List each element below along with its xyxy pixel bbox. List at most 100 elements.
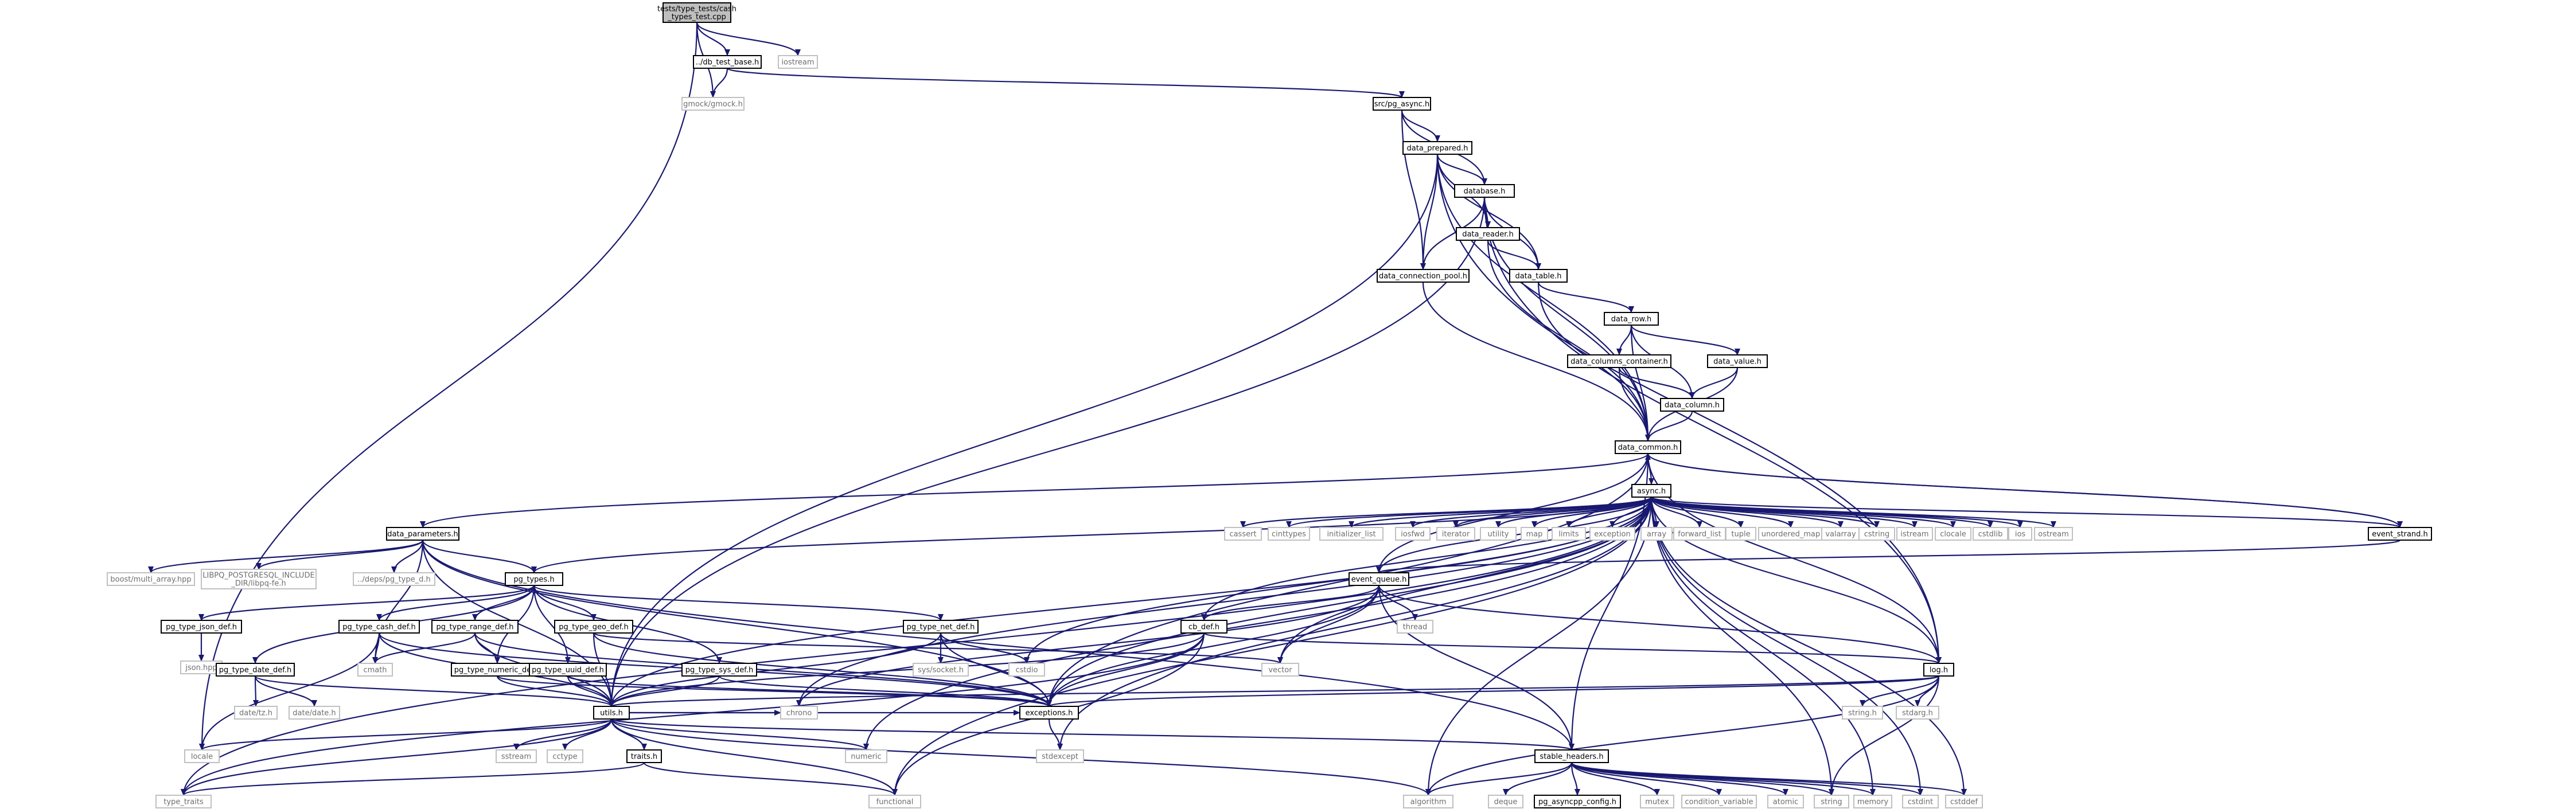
node-label-ostream: ostream	[2038, 530, 2069, 539]
node-db_test_base[interactable]: ../db_test_base.h	[693, 55, 762, 69]
node-pg_type_cash_def[interactable]: pg_type_cash_def.h	[338, 620, 420, 634]
node-label-cinttypes: cinttypes	[1272, 530, 1306, 539]
node-pg_async[interactable]: src/pg_async.h	[1373, 97, 1431, 111]
edge-pg_types-to-pg_type_uuid_def	[533, 585, 571, 664]
node-cstdio: cstdio	[1008, 663, 1045, 677]
edge-data_reader-to-data_table	[1487, 240, 1541, 270]
node-label-string_h: string.h	[1848, 709, 1877, 718]
node-box-limits	[1552, 527, 1586, 541]
node-box-type_traits	[155, 795, 212, 808]
node-label-valarray: valarray	[1825, 530, 1856, 539]
node-pg_type_sys_def[interactable]: pg_type_sys_def.h	[681, 663, 757, 677]
node-label-pg_types: pg_types.h	[513, 576, 554, 584]
node-pg_type_json_def[interactable]: pg_type_json_def.h	[161, 620, 242, 634]
edge-pg_type_date_def-to-date_tz	[252, 675, 259, 707]
node-pg_types[interactable]: pg_types.h	[505, 572, 563, 586]
node-event_queue[interactable]: event_queue.h	[1349, 572, 1409, 586]
node-box-ios	[2008, 527, 2032, 541]
node-istream: istream	[1896, 527, 1933, 541]
node-pg_type_uuid_def[interactable]: pg_type_uuid_def.h	[529, 663, 607, 677]
node-data_parameters[interactable]: data_parameters.h	[386, 527, 459, 541]
node-box-memory	[1853, 795, 1892, 808]
node-memory: memory	[1853, 795, 1892, 808]
edge-utils-to-numeric	[610, 718, 869, 751]
node-data_column[interactable]: data_column.h	[1660, 398, 1724, 412]
edge-event_queue-to-log	[1378, 585, 1942, 664]
node-label-pg_type_geo_def: pg_type_geo_def.h	[559, 623, 629, 632]
node-traits[interactable]: traits.h	[626, 749, 662, 763]
node-async[interactable]: async.h	[1631, 484, 1671, 498]
node-cash_types_test[interactable]: tests/type_tests/cash_types_test.cpp	[657, 2, 736, 23]
edge-data_reader-to-data_common	[1487, 240, 1651, 441]
node-tuple: tuple	[1725, 527, 1756, 541]
node-data_prepared[interactable]: data_prepared.h	[1402, 141, 1472, 155]
node-pg_asyncpp_config[interactable]: pg_asyncpp_config.h	[1534, 795, 1621, 808]
node-event_strand[interactable]: event_strand.h	[2368, 527, 2432, 541]
node-gmock: gmock/gmock.h	[681, 97, 745, 111]
edge-pg_type_net_def-to-utils	[609, 632, 942, 707]
node-box-cb_def	[1180, 620, 1227, 634]
edge-pg_type_cash_def-to-locale	[199, 632, 380, 751]
node-cb_def[interactable]: cb_def.h	[1180, 620, 1227, 634]
node-label-initializer_list: initializer_list	[1327, 530, 1375, 539]
node-box-tuple	[1725, 527, 1756, 541]
node-label-boost_multi_array: boost/multi_array.hpp	[110, 576, 191, 584]
edge-pg_type_date_def-to-date_date	[254, 675, 317, 707]
node-box-gmock	[681, 97, 745, 111]
node-label-data_value: data_value.h	[1713, 358, 1761, 366]
node-data_row[interactable]: data_row.h	[1604, 312, 1659, 326]
node-box-pg_type_net_def	[903, 620, 979, 634]
node-utils[interactable]: utils.h	[593, 706, 630, 720]
node-box-pg_type_geo_def	[554, 620, 633, 634]
node-data_value[interactable]: data_value.h	[1707, 354, 1768, 368]
edge-cb_def-to-utils	[609, 632, 1205, 707]
node-iosfwd: iosfwd	[1395, 527, 1431, 541]
node-data_columns_container[interactable]: data_columns_container.h	[1567, 354, 1671, 368]
edge-stable_headers-to-algorithm	[1425, 762, 1573, 796]
node-log[interactable]: log.h	[1923, 663, 1954, 677]
edge-cash_types_test-to-locale	[199, 22, 698, 751]
edge-log-to-exceptions	[1046, 675, 1940, 708]
node-label-cctype: cctype	[552, 753, 577, 761]
node-box-cstddef	[1945, 795, 1983, 808]
node-box-clocale	[1935, 527, 1971, 541]
edge-data_prepared-to-database	[1436, 154, 1487, 185]
node-box-initializer_list	[1319, 527, 1384, 541]
node-label-condition_variable: condition_variable	[1685, 798, 1753, 807]
node-label-thread: thread	[1403, 623, 1428, 632]
node-data_reader[interactable]: data_reader.h	[1456, 227, 1520, 241]
node-label-pg_type_cash_def: pg_type_cash_def.h	[342, 623, 415, 632]
node-locale: locale	[184, 749, 220, 763]
node-stable_headers[interactable]: stable_headers.h	[1534, 749, 1609, 763]
node-exception: exception	[1589, 527, 1635, 541]
edge-pg_type_net_def-to-cstdio	[940, 632, 1030, 664]
node-label-sstream: sstream	[501, 753, 531, 761]
node-pg_type_net_def[interactable]: pg_type_net_def.h	[903, 620, 979, 634]
node-data_table[interactable]: data_table.h	[1509, 269, 1568, 283]
node-atomic: atomic	[1767, 795, 1804, 808]
node-pg_type_date_def[interactable]: pg_type_date_def.h	[216, 663, 295, 677]
node-data_connection_pool[interactable]: data_connection_pool.h	[1377, 269, 1470, 283]
edge-data_common-to-stable_headers	[1569, 453, 1649, 751]
edge-async-to-map	[1531, 497, 1653, 528]
node-box-event_strand	[2368, 527, 2432, 541]
node-initializer_list: initializer_list	[1319, 527, 1384, 541]
node-label-istream: istream	[1900, 530, 1928, 539]
edge-pg_async-to-data_prepared	[1401, 110, 1440, 142]
node-pg_type_range_def[interactable]: pg_type_range_def.h	[431, 620, 519, 634]
node-box-iosfwd	[1395, 527, 1431, 541]
node-pg_type_geo_def[interactable]: pg_type_geo_def.h	[554, 620, 633, 634]
edge-data_common-to-data_parameters	[420, 453, 1649, 528]
node-box-pg_type_range_def	[431, 620, 519, 634]
node-box-pg_type_cash_def	[338, 620, 420, 634]
node-exceptions[interactable]: exceptions.h	[1019, 706, 1079, 720]
node-database[interactable]: database.h	[1454, 184, 1515, 198]
node-iterator: iterator	[1436, 527, 1475, 541]
node-label-cassert: cassert	[1229, 530, 1256, 539]
edge-pg_types-to-pg_type_cash_def	[376, 585, 535, 621]
node-data_common[interactable]: data_common.h	[1615, 440, 1681, 454]
edge-async-to-cstdint	[1650, 497, 1923, 796]
node-pg_type_numeric_def[interactable]: pg_type_numeric_def.h	[451, 663, 544, 677]
node-label-pg_type_range_def: pg_type_range_def.h	[436, 623, 513, 632]
edge-pg_type_geo_def-to-exceptions	[593, 632, 1052, 707]
